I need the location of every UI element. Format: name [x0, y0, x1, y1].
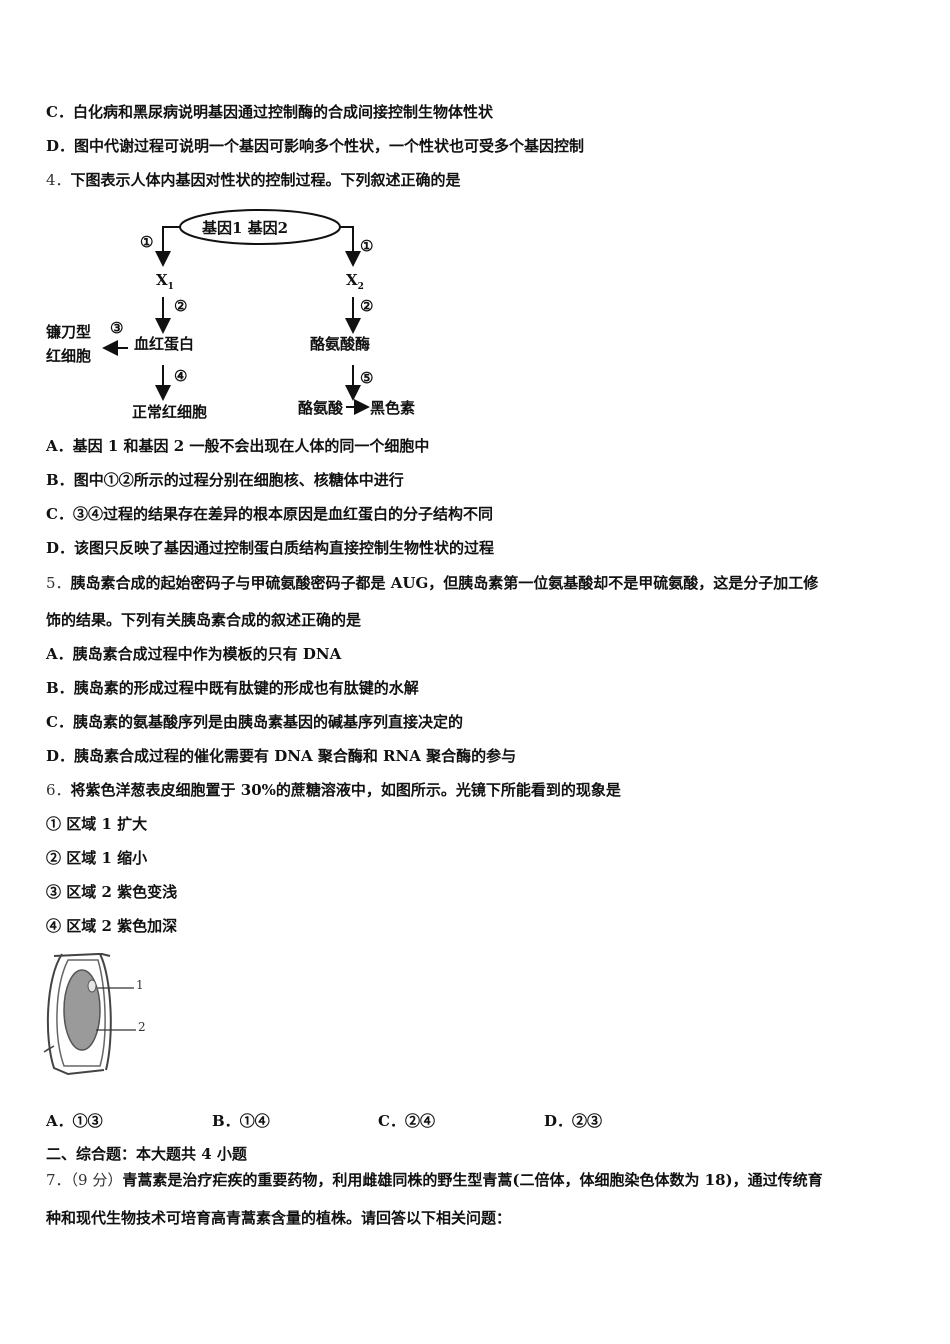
option-letter: B． — [46, 679, 74, 697]
gene-control-diagram: 基因1 基因2 ① ① X1 X2 ② ② ③ 镰刀型 红细胞 血红蛋白 ④ 正… — [40, 205, 440, 425]
q5-option-b: B．胰岛素的形成过程中既有肽键的形成也有肽键的水解 — [46, 678, 419, 698]
q5-option-d: D．胰岛素合成过程的催化需要有 DNA 聚合酶和 RNA 聚合酶的参与 — [46, 746, 516, 766]
option-text: 图中代谢过程可说明一个基因可影响多个性状，一个性状也可受多个基因控制 — [74, 137, 585, 155]
option-letter: C． — [46, 103, 73, 121]
hemoglobin-label: 血红蛋白 — [134, 335, 195, 353]
question-text: 胰岛素合成的起始密码子与甲硫氨酸密码子都是 AUG，但胰岛素第一位氨基酸却不是甲… — [70, 574, 819, 592]
step-2-right-label: ② — [360, 297, 374, 315]
x2-label: X2 — [346, 271, 364, 292]
step-5-label: ⑤ — [360, 369, 374, 387]
melanin-label: 黑色素 — [370, 399, 416, 417]
q6-statement-2: ② 区域 1 缩小 — [46, 849, 148, 867]
q7-stem-line-1: 7．（9 分）青蒿素是治疗疟疾的重要药物，利用雌雄同株的野生型青蒿(二倍体，体细… — [46, 1170, 823, 1190]
q6-answer-d: D．②③ — [544, 1110, 602, 1131]
option-text: ②④ — [404, 1112, 435, 1130]
option-text: 胰岛素的形成过程中既有肽键的形成也有肽键的水解 — [73, 679, 419, 697]
x2-subscript: 2 — [357, 282, 364, 292]
option-letter: A． — [46, 1112, 73, 1130]
q6-answer-a: A．①③ — [46, 1110, 103, 1131]
step-4-label: ④ — [174, 367, 188, 385]
q4-option-b: B．图中①②所示的过程分别在细胞核、核糖体中进行 — [46, 470, 404, 490]
question-text: 饰的结果。下列有关胰岛素合成的叙述正确的是 — [46, 611, 362, 629]
x1-subscript: 1 — [167, 282, 174, 292]
option-text: 该图只反映了基因通过控制蛋白质结构直接控制生物性状的过程 — [74, 539, 495, 557]
diagram-lines — [102, 209, 370, 415]
step-1-left-label: ① — [140, 233, 154, 251]
option-text: 胰岛素合成过程中作为模板的只有 DNA — [72, 645, 342, 663]
option-letter: C． — [378, 1112, 405, 1130]
q5-stem-line-1: 5．胰岛素合成的起始密码子与甲硫氨酸密码子都是 AUG，但胰岛素第一位氨基酸却不… — [46, 573, 818, 593]
option-letter: B． — [212, 1112, 240, 1130]
q5-stem-line-2: 饰的结果。下列有关胰岛素合成的叙述正确的是 — [46, 610, 361, 630]
q6-statement-1: ① 区域 1 扩大 — [46, 815, 148, 833]
q4-option-a: A．基因 1 和基因 2 一般不会出现在人体的同一个细胞中 — [46, 436, 429, 456]
option-text: ①④ — [239, 1112, 270, 1130]
option-text: ②③ — [572, 1112, 603, 1130]
question-number: 7． — [46, 1171, 71, 1189]
step-3-label: ③ — [110, 319, 124, 337]
option-text: 基因 1 和基因 2 一般不会出现在人体的同一个细胞中 — [72, 437, 430, 455]
tyrosine-label: 酪氨酸 — [298, 399, 344, 417]
option-letter: A． — [46, 645, 73, 663]
q6-statement-3: ③ 区域 2 紫色变浅 — [46, 883, 178, 901]
question-number: 6． — [46, 781, 71, 799]
option-letter: D． — [46, 747, 75, 765]
tyrosinase-label: 酪氨酸酶 — [310, 335, 371, 353]
onion-cell-drawing — [43, 953, 136, 1076]
sickle-cell-label-2: 红细胞 — [46, 347, 92, 365]
q5-option-c: C．胰岛素的氨基酸序列是由胰岛素基因的碱基序列直接决定的 — [46, 712, 463, 732]
question-text: 青蒿素是治疗疟疾的重要药物，利用雌雄同株的野生型青蒿(二倍体，体细胞染色体数为 … — [122, 1171, 823, 1189]
q6-statement-4: ④ 区域 2 紫色加深 — [46, 917, 178, 935]
step-1-right-label: ① — [360, 237, 374, 255]
region-1-label: 1 — [136, 978, 144, 992]
step-2-left-label: ② — [174, 297, 188, 315]
q6-answer-c: C．②④ — [378, 1110, 435, 1131]
section-heading: 二、综合题：本大题共 4 小题 — [46, 1145, 247, 1163]
q6-answer-b: B．①④ — [212, 1110, 270, 1131]
q5-option-a: A．胰岛素合成过程中作为模板的只有 DNA — [46, 644, 341, 664]
option-text: ①③ — [72, 1112, 103, 1130]
prev-option-d: D．图中代谢过程可说明一个基因可影响多个性状，一个性状也可受多个基因控制 — [46, 136, 584, 156]
x1-text: X — [156, 271, 168, 289]
x1-label: X1 — [156, 271, 174, 292]
option-letter: B． — [46, 471, 74, 489]
option-letter: C． — [46, 713, 73, 731]
option-letter: A． — [46, 437, 73, 455]
region-2-label: 2 — [138, 1020, 146, 1034]
option-text: 胰岛素的氨基酸序列是由胰岛素基因的碱基序列直接决定的 — [72, 713, 463, 731]
option-text: 图中①②所示的过程分别在细胞核、核糖体中进行 — [73, 471, 404, 489]
onion-cell-figure: 1 2 — [40, 948, 170, 1080]
q4-option-d: D．该图只反映了基因通过控制蛋白质结构直接控制生物性状的过程 — [46, 538, 494, 558]
question-text: 下图表示人体内基因对性状的控制过程。下列叙述正确的是 — [70, 171, 461, 189]
question-score: （9 分） — [70, 1171, 123, 1189]
q6-stem: 6．将紫色洋葱表皮细胞置于 30%的蔗糖溶液中，如图所示。光镜下所能看到的现象是 — [46, 780, 621, 800]
question-text: 种和现代生物技术可培育高青蒿素含量的植株。请回答以下相关问题： — [46, 1209, 512, 1227]
normal-rbc-label: 正常红细胞 — [132, 403, 208, 421]
question-number: 5． — [46, 574, 71, 592]
q7-stem-line-2: 种和现代生物技术可培育高青蒿素含量的植株。请回答以下相关问题： — [46, 1208, 511, 1228]
genes-label: 基因1 基因2 — [202, 219, 289, 237]
question-number: 4． — [46, 171, 71, 189]
option-text: 胰岛素合成过程的催化需要有 DNA 聚合酶和 RNA 聚合酶的参与 — [74, 747, 517, 765]
prev-option-c: C．白化病和黑尿病说明基因通过控制酶的合成间接控制生物体性状 — [46, 102, 493, 122]
option-text: 白化病和黑尿病说明基因通过控制酶的合成间接控制生物体性状 — [72, 103, 493, 121]
question-text: 将紫色洋葱表皮细胞置于 30%的蔗糖溶液中，如图所示。光镜下所能看到的现象是 — [70, 781, 621, 799]
option-letter: D． — [46, 539, 75, 557]
sickle-cell-label: 镰刀型 — [46, 323, 92, 341]
option-letter: D． — [544, 1112, 573, 1130]
option-letter: C． — [46, 505, 73, 523]
x2-text: X — [346, 271, 358, 289]
q4-option-c: C．③④过程的结果存在差异的根本原因是血红蛋白的分子结构不同 — [46, 504, 493, 524]
q4-stem: 4．下图表示人体内基因对性状的控制过程。下列叙述正确的是 — [46, 170, 461, 190]
option-letter: D． — [46, 137, 75, 155]
option-text: ③④过程的结果存在差异的根本原因是血红蛋白的分子结构不同 — [72, 505, 493, 523]
